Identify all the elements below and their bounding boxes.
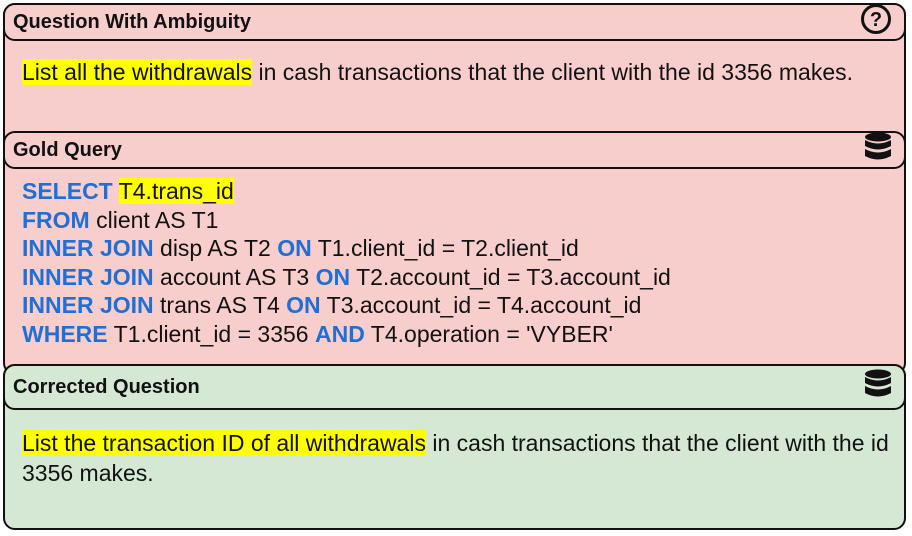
question-circle-icon: ? <box>860 3 892 41</box>
ambiguous-question-header: Question With Ambiguity ? <box>3 3 906 41</box>
sql-text <box>113 178 119 204</box>
sql-highlight: T4.trans_id <box>118 178 234 204</box>
sql-text: account AS T3 <box>153 263 316 290</box>
sql-keyword: ON <box>286 292 321 319</box>
gold-query-title: Gold Query <box>13 138 122 161</box>
sql-text: T4.operation = 'VYBER' <box>364 320 613 347</box>
sql-line: INNER JOIN disp AS T2 ON T1.client_id = … <box>22 234 671 263</box>
sql-text: T3.account_id = T4.account_id <box>320 292 642 319</box>
sql-keyword: FROM <box>22 206 90 233</box>
database-icon <box>864 369 892 405</box>
sql-keyword: AND <box>314 320 365 347</box>
corrected-question-header: Corrected Question <box>3 364 906 410</box>
sql-text: T1.client_id = T2.client_id <box>311 235 579 262</box>
sql-keyword: INNER JOIN <box>22 263 154 290</box>
sql-text: T1.client_id = 3356 <box>107 320 315 347</box>
sql-line: INNER JOIN trans AS T4 ON T3.account_id … <box>22 291 671 320</box>
sql-line: WHERE T1.client_id = 3356 AND T4.operati… <box>22 320 671 349</box>
ambiguous-question-title: Question With Ambiguity <box>13 10 251 33</box>
ambiguous-rest: in cash transactions that the client wit… <box>252 59 853 85</box>
sql-text: T2.account_id = T3.account_id <box>350 263 671 290</box>
database-icon <box>864 132 892 168</box>
sql-keyword: SELECT <box>22 178 113 204</box>
sql-text: disp AS T2 <box>153 235 278 262</box>
corrected-highlight: List the transaction ID of all withdrawa… <box>22 430 426 456</box>
sql-line: SELECT T4.trans_id <box>22 177 671 206</box>
corrected-question-title: Corrected Question <box>13 375 200 398</box>
sql-line: INNER JOIN account AS T3 ON T2.account_i… <box>22 263 671 292</box>
svg-text:?: ? <box>870 9 882 31</box>
sql-keyword: ON <box>277 235 312 262</box>
ambiguous-question-text: List all the withdrawals in cash transac… <box>22 57 892 87</box>
sql-keyword: WHERE <box>22 320 108 347</box>
sql-keyword: INNER JOIN <box>22 235 154 262</box>
sql-line: FROM client AS T1 <box>22 206 671 235</box>
corrected-question-text: List the transaction ID of all withdrawa… <box>22 428 892 488</box>
corrected-rest: in cash transactions that the client wit… <box>22 430 889 486</box>
sql-keyword: INNER JOIN <box>22 292 154 319</box>
sql-text: client AS T1 <box>89 206 219 233</box>
gold-query-header: Gold Query <box>3 131 906 169</box>
ambiguous-highlight: List all the withdrawals <box>22 59 253 85</box>
sql-keyword: ON <box>315 263 351 290</box>
sql-text: trans AS T4 <box>153 292 287 319</box>
